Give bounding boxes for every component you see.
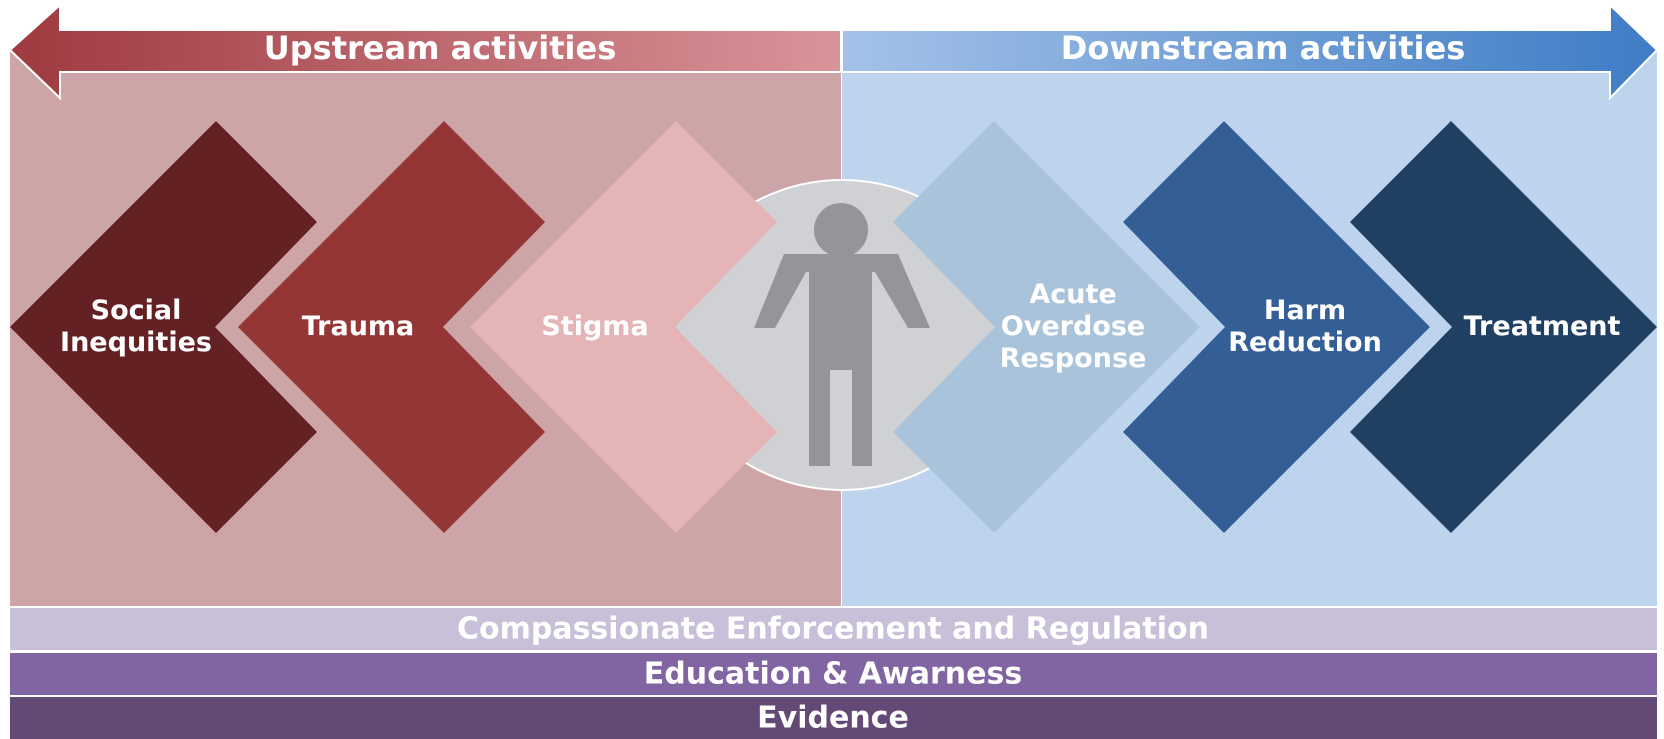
band-bar — [10, 608, 1657, 650]
band-compassionate-enforcement-and-regulation: Compassionate Enforcement and Regulation — [10, 608, 1657, 650]
chevron-label-line: Reduction — [1228, 326, 1382, 357]
chevron-label: Stigma — [541, 311, 648, 342]
band-label: Evidence — [757, 701, 909, 736]
chevron-treatment: Treatment — [1350, 121, 1657, 533]
band-evidence: Evidence — [10, 697, 1657, 739]
chevron-shape — [1123, 121, 1430, 533]
chevron-stigma: Stigma — [470, 121, 777, 533]
chevron-label: Treatment — [1464, 311, 1621, 342]
chevron-label-line: Social — [91, 295, 182, 326]
person-icon — [754, 203, 930, 466]
chevron-label-line: Inequities — [60, 326, 212, 357]
chevron-shape — [470, 121, 777, 533]
chevron-shape — [10, 121, 317, 533]
chevron-label-line: Stigma — [541, 311, 648, 342]
upstream-arrow — [8, 2, 842, 101]
chevron-shape — [238, 121, 545, 533]
band-bar — [10, 697, 1657, 739]
downstream-label: Downstream activities — [1061, 29, 1465, 67]
chevron-trauma: Trauma — [238, 121, 545, 533]
band-bar — [10, 653, 1657, 695]
chevron-label-line: Harm — [1264, 295, 1346, 326]
downstream-arrow — [841, 2, 1659, 101]
chevron-label: Trauma — [302, 311, 415, 342]
chevron-label-line: Acute — [1029, 279, 1116, 310]
band-education-awarness: Education & Awarness — [10, 653, 1657, 695]
upstream-label: Upstream activities — [264, 29, 616, 67]
chevron-label-line: Treatment — [1464, 311, 1621, 342]
chevron-label-line: Response — [1000, 342, 1147, 373]
chevron-label-line: Overdose — [1001, 311, 1145, 342]
band-label: Compassionate Enforcement and Regulation — [457, 612, 1209, 647]
chevron-shape — [1350, 121, 1657, 533]
chevron-shape — [893, 121, 1200, 533]
band-label: Education & Awarness — [644, 657, 1022, 692]
chevron-label-line: Trauma — [302, 311, 415, 342]
